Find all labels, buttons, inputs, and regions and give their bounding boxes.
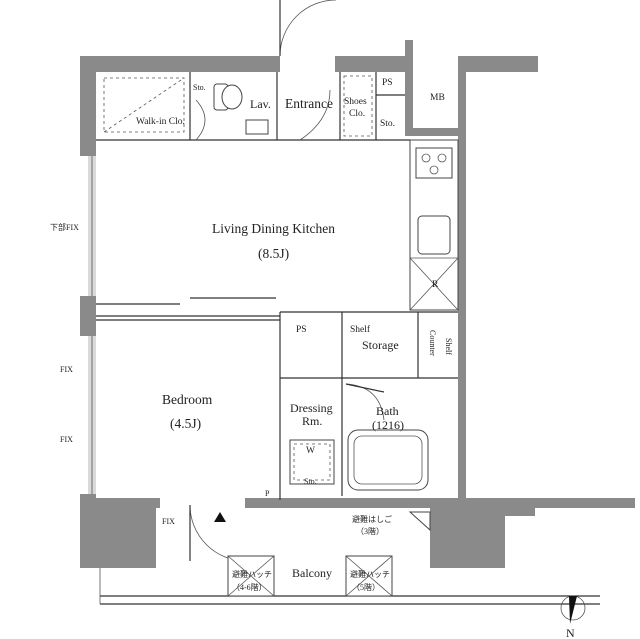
label-bedroom-size: (4.5J): [170, 416, 201, 431]
label-walkin: Walk-in Clo.: [136, 117, 185, 127]
label-mb: MB: [430, 93, 445, 103]
label-hatch-right-floor: （5階）: [352, 582, 380, 592]
label-shelf1: Shelf: [350, 324, 371, 335]
label-entrance: Entrance: [285, 96, 333, 111]
north-label: N: [566, 626, 575, 639]
label-sto-bottom: Sto.: [304, 477, 317, 486]
label-shoes: Shoes: [344, 97, 367, 107]
balcony-area: [99, 511, 600, 605]
label-dressing: Dressing: [290, 401, 333, 415]
fixtures: [189, 0, 453, 562]
label-fix-low: FIX: [60, 435, 73, 444]
label-ladder-floor: （3階）: [356, 526, 384, 536]
label-shelf2: Shelf: [444, 338, 453, 355]
label-hatch-right: 避難ハッチ: [350, 569, 390, 579]
label-lav: Lav.: [250, 97, 271, 111]
label-ldk-size: (8.5J): [258, 246, 289, 261]
north-arrow-icon: [569, 596, 577, 624]
label-p: P: [265, 489, 270, 498]
label-ldk: Living Dining Kitchen: [212, 221, 335, 236]
label-bath: Bath: [376, 404, 399, 418]
label-storage: Storage: [362, 338, 399, 352]
compass: N: [560, 595, 586, 639]
label-ladder: 避難はしご: [352, 514, 392, 524]
label-ps-mid: PS: [296, 325, 307, 335]
label-balcony: Balcony: [292, 566, 332, 580]
label-sto-right: Sto.: [380, 119, 395, 129]
label-bath-size: (1216): [372, 418, 404, 432]
entrance-arrow-icon: [214, 512, 226, 522]
label-shoes-clo: Clo.: [349, 109, 365, 119]
label-counter: Counter: [428, 330, 437, 356]
labels: Walk-in Clo. Sto. Lav. Entrance Shoes Cl…: [50, 78, 453, 592]
label-fix-mid: FIX: [60, 365, 73, 374]
label-bedroom: Bedroom: [162, 392, 213, 407]
label-fix-balcony: FIX: [162, 517, 175, 526]
label-hatch-left: 避難ハッチ: [232, 569, 272, 579]
label-fix-upper: 下部FIX: [50, 222, 79, 232]
label-r: R: [432, 280, 439, 290]
label-hatch-left-floor: （4-6階）: [232, 582, 267, 592]
label-ps-top: PS: [382, 78, 393, 88]
label-sto-top: Sto.: [193, 83, 206, 92]
label-w: W: [306, 446, 315, 456]
label-dressing-rm: Rm.: [302, 414, 322, 428]
